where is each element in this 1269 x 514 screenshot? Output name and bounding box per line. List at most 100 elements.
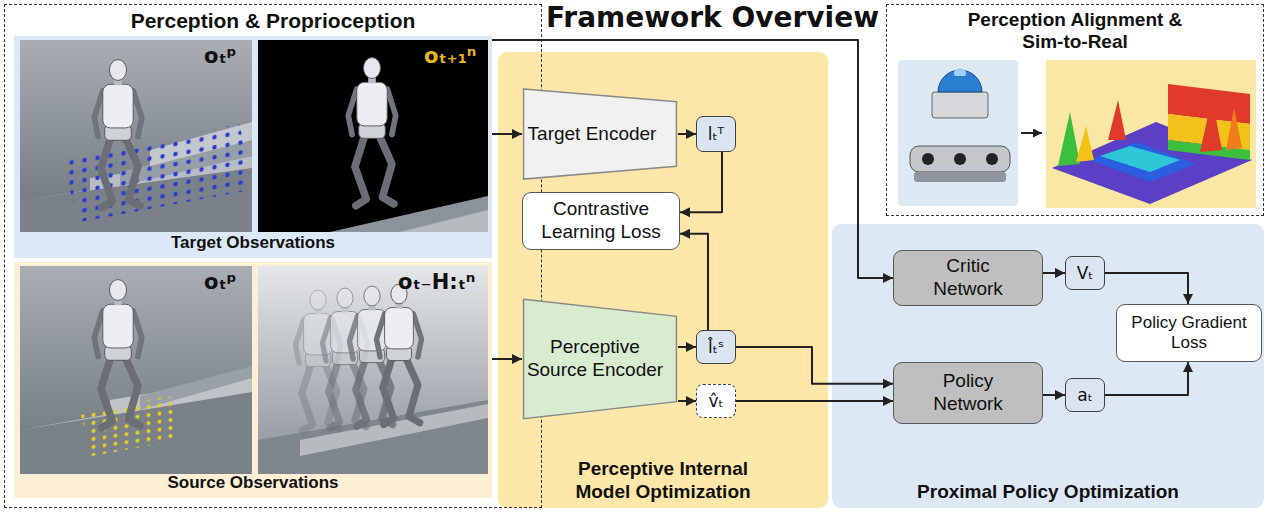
illustration-part [922, 153, 934, 165]
box-label: Policy Network [918, 370, 1018, 416]
title-holder: Framework Overview [546, 2, 879, 34]
observation-symbol: oₜ₊₁ⁿ [424, 44, 476, 68]
elevation-map-image [1046, 60, 1256, 208]
dashed-panel: Perception Alignment & Sim-to-Real [886, 4, 1264, 216]
symbol-label: v̂ₜ [708, 392, 723, 411]
dashed-panel: Perception & ProprioceptionTarget Observ… [4, 4, 542, 508]
label-holder: oₜᵖ [204, 270, 237, 294]
encoder-trapezoid: Perceptive Source Encoder [522, 298, 678, 420]
connector-arrow [680, 234, 708, 330]
panel-heading: Source Observations [103, 473, 403, 493]
observation-band: Target Observations [14, 36, 492, 258]
connector-arrow [736, 347, 893, 384]
symbol-label: aₜ [1077, 386, 1092, 405]
network-box: Critic Network [893, 250, 1043, 306]
encoder-trapezoid: Target Encoder [522, 88, 678, 180]
connector-arrow [492, 358, 522, 360]
module-panel: Proximal Policy Optimization Critic Netwo… [832, 224, 1264, 508]
illustration-part [20, 266, 252, 474]
illustration-part [938, 70, 982, 92]
illustration-part [914, 172, 1006, 182]
connector-arrow [1105, 273, 1188, 304]
illustration-part [1226, 108, 1242, 150]
loss-box: Policy Gradient Loss [1116, 304, 1262, 362]
panel-heading: Perception Alignment & Sim-to-Real [966, 9, 1184, 54]
latent-box: l̂ₜˢ [696, 330, 736, 364]
action-box: aₜ [1065, 378, 1105, 412]
illustration-part [348, 58, 396, 206]
illustration-part [258, 40, 488, 232]
connector-arrow [492, 133, 522, 135]
connector-arrow [492, 40, 893, 278]
illustration-part [986, 153, 998, 165]
source-perception-image [20, 266, 252, 474]
illustration-part [20, 40, 252, 232]
symbol-label: lₜᵀ [708, 125, 724, 144]
illustration-part [400, 210, 488, 232]
observation-symbol: oₜ₋H:ₜⁿ [398, 270, 475, 294]
illustration-part [932, 92, 988, 118]
module-panel: Perceptive Internal Model Optimization Ta… [498, 52, 828, 508]
illustration-part [910, 146, 1010, 172]
connector-arrow [680, 152, 722, 212]
observation-symbol: oₜᵖ [204, 44, 237, 68]
illustration-part [258, 400, 488, 474]
box-label: Contrastive Learning Loss [531, 198, 671, 244]
sensor-image [898, 60, 1018, 206]
target-perception-image [20, 40, 252, 232]
box-label: Perceptive Source Encoder [525, 336, 665, 382]
illustration-part [954, 70, 966, 76]
box-label: Policy Gradient Loss [1122, 313, 1256, 354]
observation-band: Source Observations [14, 262, 492, 498]
value-box: Vₜ [1065, 256, 1105, 290]
panel-heading: Perception & Proprioception [63, 9, 483, 34]
illustration-part [1108, 100, 1126, 140]
trapezoid-shape [524, 89, 677, 179]
box-label: Target Encoder [528, 123, 657, 146]
illustration-part [94, 60, 142, 208]
connector-arrow [678, 400, 696, 402]
illustration-part [1046, 60, 1256, 208]
connector-arrow [1105, 362, 1188, 395]
illustration-part [954, 153, 966, 165]
label-holder: oₜᵖ [204, 44, 237, 68]
target-proprioception-image [258, 40, 488, 232]
alignment-arrow [1021, 132, 1042, 134]
connector-arrow [1043, 394, 1065, 396]
illustration-part [1058, 112, 1080, 166]
connector-arrow [1043, 272, 1065, 274]
illustration-part [498, 52, 828, 508]
illustration-part [1076, 126, 1094, 162]
source-proprioception-image [258, 266, 488, 474]
panel-heading: Target Observations [103, 233, 403, 253]
illustration-part [377, 284, 422, 424]
observation-symbol: oₜᵖ [204, 270, 237, 294]
panel-heading: Perceptive Internal Model Optimization [554, 458, 772, 503]
connector-arrow [678, 346, 696, 348]
network-box: Policy Network [893, 362, 1043, 424]
label-holder: oₜ₊₁ⁿ [424, 44, 476, 68]
velocity-box: v̂ₜ [696, 384, 736, 418]
illustration-part [258, 266, 488, 474]
illustration-part [1200, 98, 1222, 152]
illustration-part [14, 262, 492, 498]
label-holder: oₜ₋H:ₜⁿ [398, 270, 475, 294]
connector-arrow [678, 133, 696, 135]
connector-arrow [736, 400, 893, 402]
illustration-part [94, 280, 142, 428]
illustration-part [832, 224, 1264, 508]
box-label: Critic Network [918, 255, 1018, 301]
latent-box: lₜᵀ [696, 116, 736, 152]
symbol-label: l̂ₜˢ [708, 338, 724, 357]
figure-title: Framework Overview [546, 1, 879, 34]
panel-heading: Proximal Policy Optimization [848, 481, 1248, 503]
trapezoid-shape [524, 299, 677, 419]
symbol-label: Vₜ [1077, 264, 1094, 283]
illustration-part [898, 60, 1018, 206]
illustration-part [14, 36, 492, 258]
illustration-part [330, 196, 488, 232]
illustration-part [60, 124, 250, 222]
loss-box: Contrastive Learning Loss [522, 192, 680, 250]
